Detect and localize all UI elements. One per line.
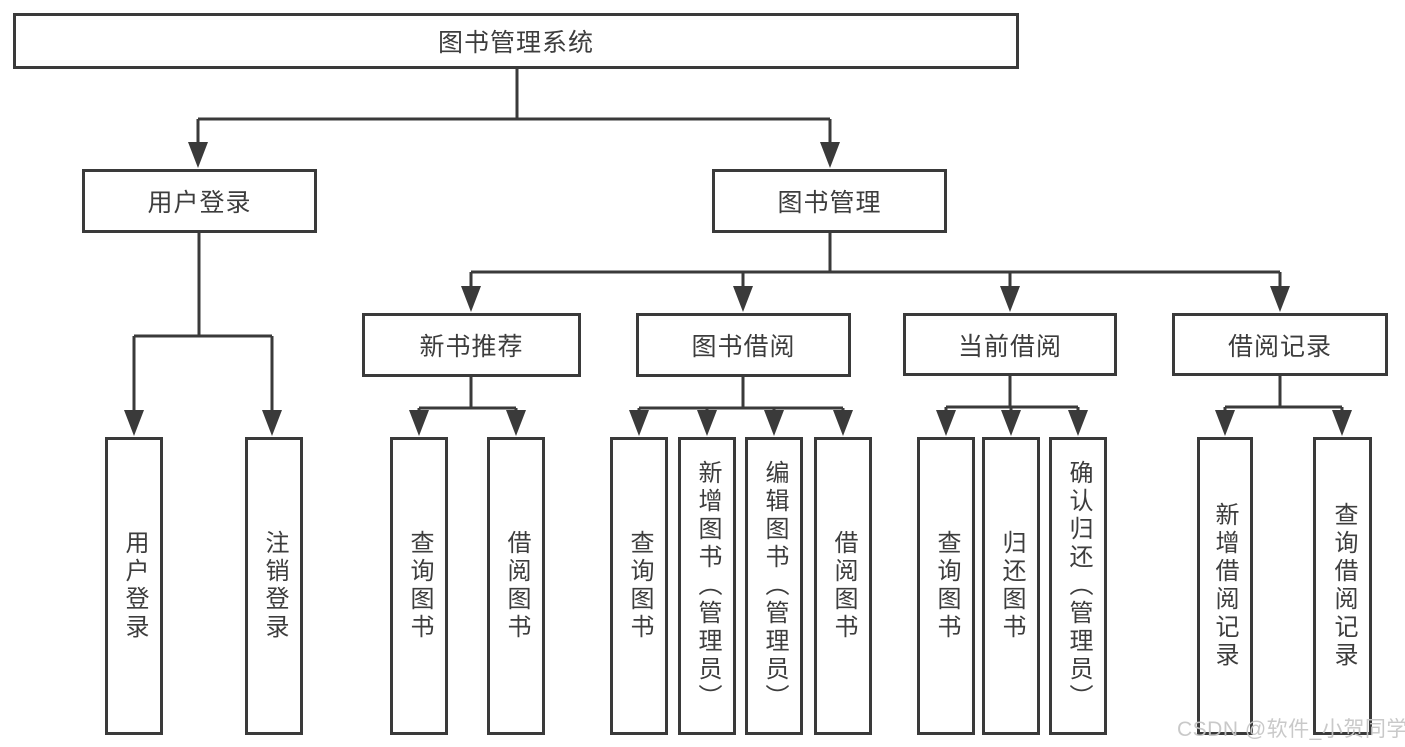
- connector-user-login-children: [124, 233, 282, 436]
- leaf-bb-query-books: 查询图书: [610, 437, 668, 735]
- csdn-watermark: CSDN @软件_小贺同学: [1177, 718, 1405, 741]
- leaf-cb-query-books: 查询图书: [917, 437, 975, 735]
- leaf-bb-add-books-admin: 新增图书（管理员）: [678, 437, 736, 735]
- connector-root-children: [188, 69, 840, 168]
- leaf-cb-confirm-return-admin: 确认归还（管理员）: [1049, 437, 1107, 735]
- leaf-br-query-record: 查询借阅记录: [1313, 437, 1372, 735]
- node-borrowing-records: 借阅记录: [1172, 313, 1388, 376]
- leaf-bb-borrow-books: 借阅图书: [814, 437, 872, 735]
- node-new-book-recommend: 新书推荐: [362, 313, 581, 377]
- connector-current-borrow-children: [936, 376, 1088, 436]
- leaf-user-login: 用户登录: [105, 437, 163, 735]
- node-root-system: 图书管理系统: [13, 13, 1019, 69]
- connector-new-book-rec-children: [409, 377, 526, 436]
- leaf-cb-return-books: 归还图书: [982, 437, 1040, 735]
- connector-book-mgmt-children: [461, 233, 1290, 312]
- leaf-br-add-record: 新增借阅记录: [1197, 437, 1253, 735]
- node-book-management: 图书管理: [712, 169, 947, 233]
- node-user-login: 用户登录: [82, 169, 317, 233]
- node-book-borrowing: 图书借阅: [636, 313, 851, 377]
- leaf-logout: 注销登录: [245, 437, 303, 735]
- leaf-rec-borrow-books: 借阅图书: [487, 437, 545, 735]
- leaf-bb-edit-books-admin: 编辑图书（管理员）: [745, 437, 803, 735]
- connector-borrow-records-children: [1215, 376, 1352, 436]
- connector-book-borrow-children: [629, 377, 853, 436]
- node-current-borrowing: 当前借阅: [903, 313, 1117, 376]
- leaf-rec-query-books: 查询图书: [390, 437, 448, 735]
